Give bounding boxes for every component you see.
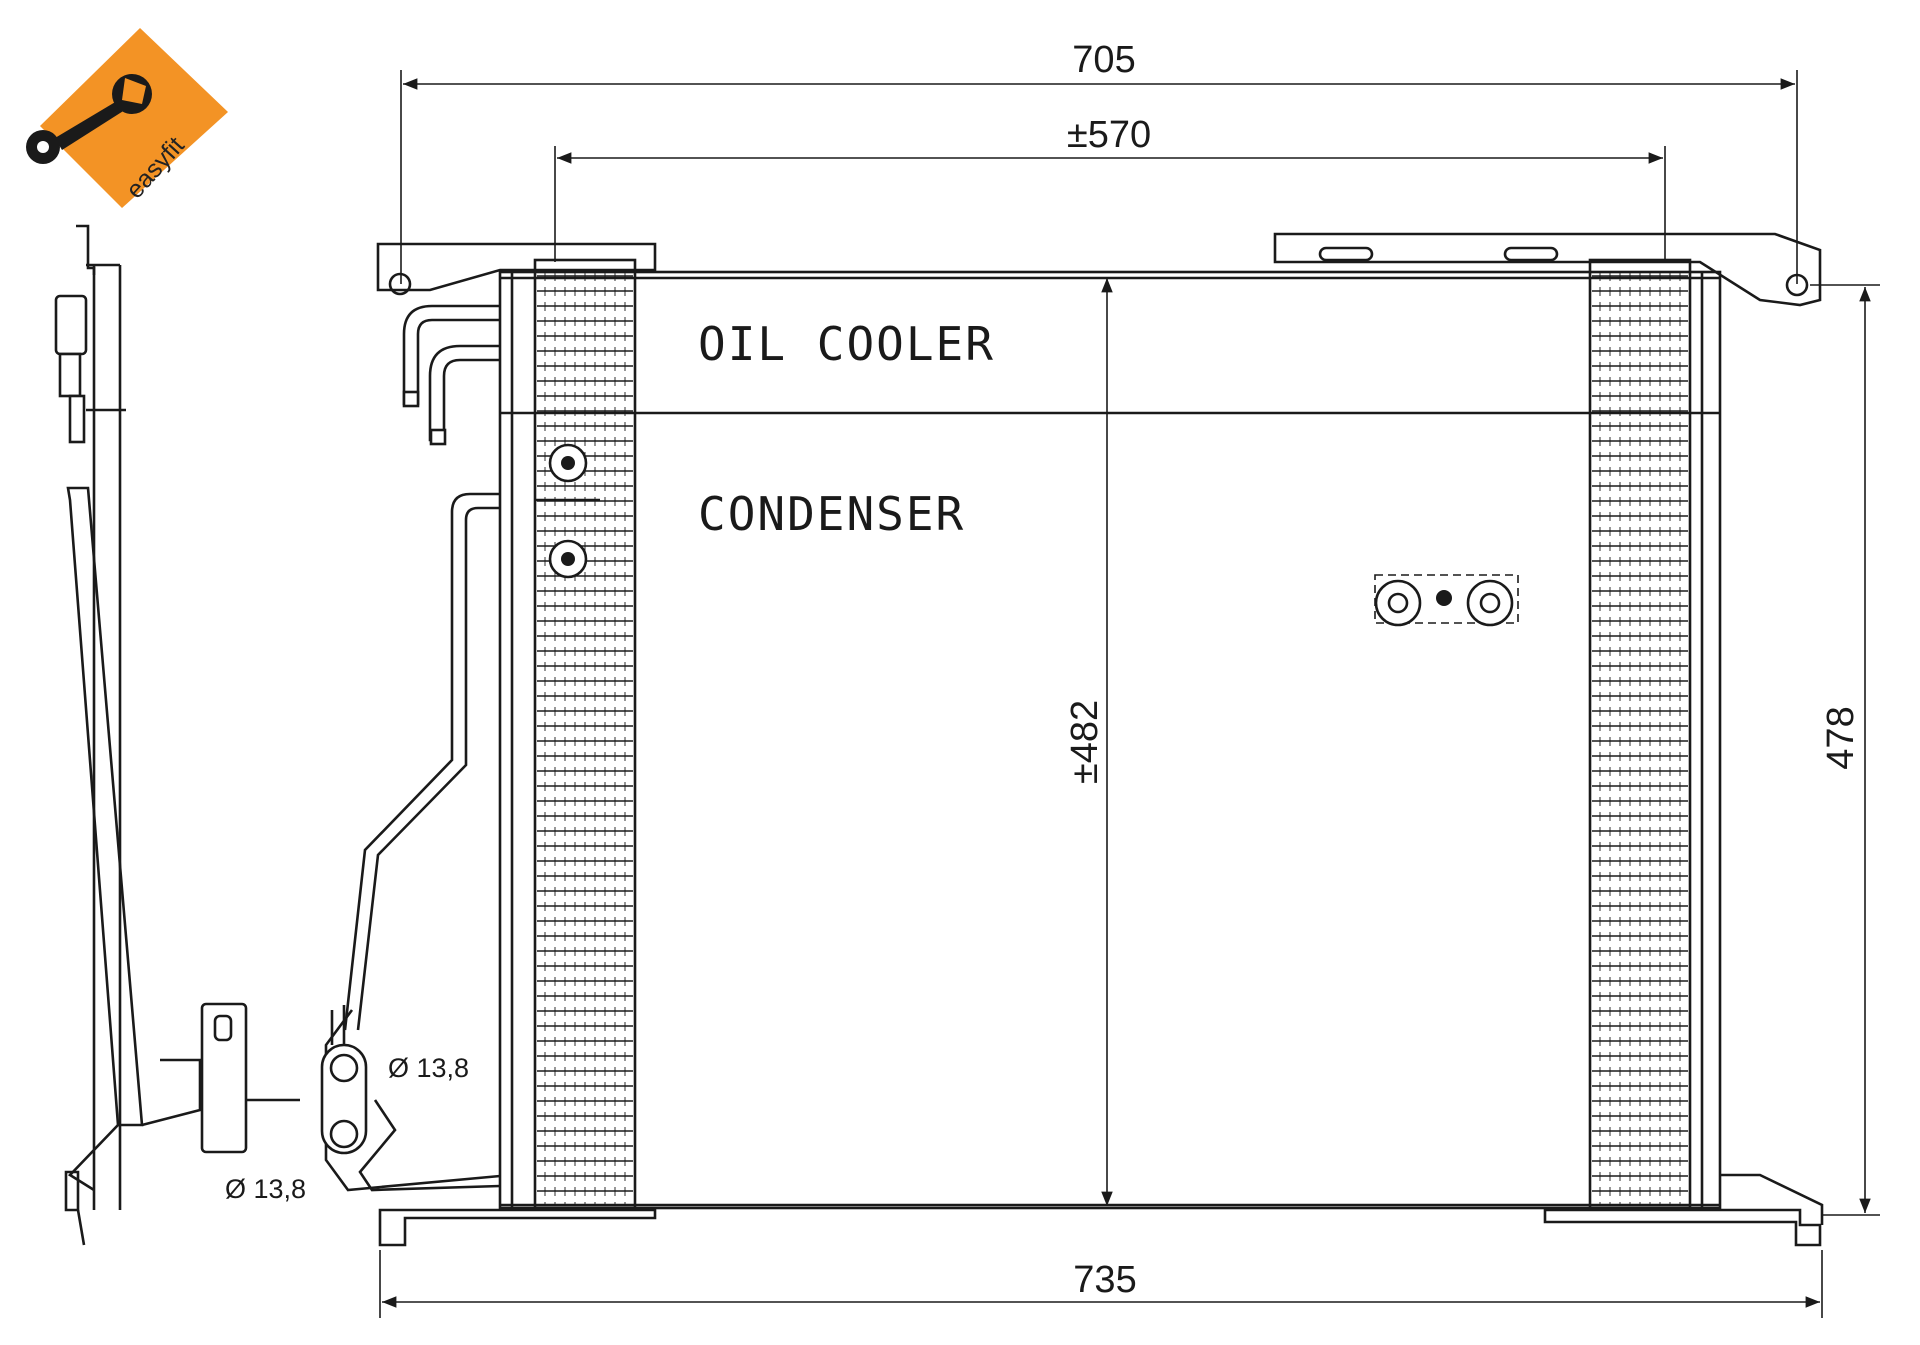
pipe-diameter-right-label: Ø 13,8 (388, 1053, 469, 1083)
core-outline (498, 270, 1722, 1210)
dimension-overall-width-bottom: 735 (1073, 1259, 1136, 1301)
right-tank-fins (1592, 272, 1688, 1205)
right-top-bracket (1273, 232, 1822, 307)
left-header-tank (533, 258, 637, 1210)
condenser-label: CONDENSER (698, 487, 965, 541)
outlet-pipe (343, 492, 500, 1031)
dimension-core-height: ±482 (1064, 700, 1106, 784)
dimension-overall-width-top: 705 (1072, 39, 1135, 81)
easyfit-badge: easyfit (26, 28, 228, 208)
dimension-overall-height: 478 (1820, 706, 1862, 769)
dimension-lines (379, 70, 1880, 1318)
dimension-core-width: ±570 (1067, 114, 1151, 156)
left-top-bracket (376, 242, 657, 292)
pipe-diameter-left-label: Ø 13,8 (225, 1174, 306, 1204)
right-header-tank (1588, 258, 1692, 1210)
wrench-icon (26, 74, 152, 164)
side-view (54, 224, 300, 1246)
left-port-block (535, 443, 600, 579)
center-port-block (1374, 574, 1519, 627)
left-tank-fins (537, 272, 633, 1205)
oil-cooler-label: OIL COOLER (698, 317, 995, 371)
easyfit-badge-diamond (40, 28, 228, 208)
